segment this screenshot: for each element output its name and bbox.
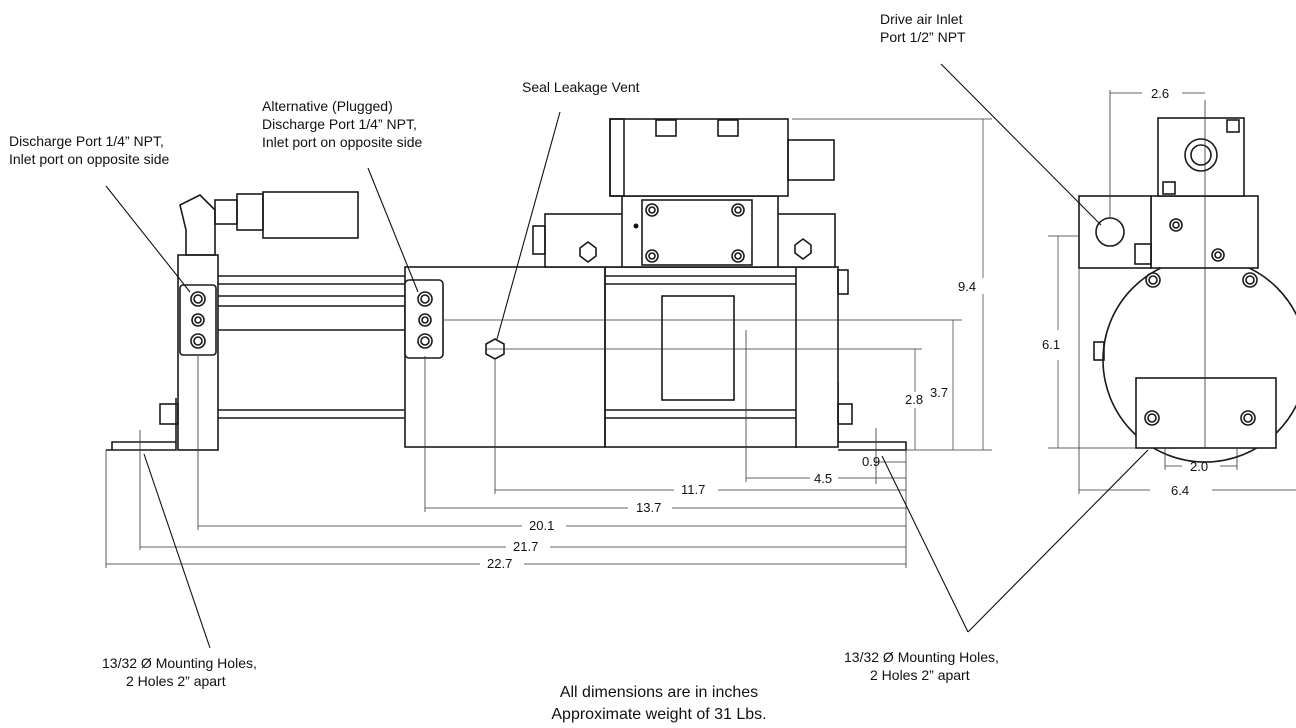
callout-labels: Discharge Port 1/4” NPT, Inlet port on o… <box>9 11 999 689</box>
front-view <box>105 118 907 568</box>
discharge-port-label-line2: Inlet port on opposite side <box>9 151 170 167</box>
mounting-holes-right-line2: 2 Holes 2” apart <box>870 667 970 683</box>
dim-4-5: 4.5 <box>814 471 832 486</box>
dim-21-7: 21.7 <box>513 539 538 554</box>
dim-foot-offset: 0.9 <box>862 454 880 469</box>
dim-11-7: 11.7 <box>681 482 705 497</box>
dim-13-7: 13.7 <box>636 500 661 515</box>
dim-height-total: 9.4 <box>958 279 976 294</box>
dim-20-1: 20.1 <box>529 518 554 533</box>
seal-vent-label: Seal Leakage Vent <box>522 79 640 95</box>
mounting-holes-right-line1: 13/32 Ø Mounting Holes, <box>844 649 999 665</box>
side-dim-2-6: 2.6 <box>1151 86 1169 101</box>
side-dim-6-1: 6.1 <box>1042 337 1060 352</box>
side-dimensions <box>1048 92 1296 491</box>
leaders <box>105 63 1149 649</box>
alternative-port-label-line3: Inlet port on opposite side <box>262 134 423 150</box>
side-dim-6-4: 6.4 <box>1171 483 1189 498</box>
alternative-port-label-line1: Alternative (Plugged) <box>262 98 393 114</box>
side-dim-2-0: 2.0 <box>1190 459 1208 474</box>
mounting-holes-left-line1: 13/32 Ø Mounting Holes, <box>102 655 257 671</box>
dim-height-vent: 2.8 <box>905 392 923 407</box>
dimension-values: 9.4 3.7 2.8 0.9 4.5 11.7 13.7 20.1 21.7 … <box>480 86 1208 572</box>
note-weight: Approximate weight of 31 Lbs. <box>551 706 766 723</box>
drive-air-label-line2: Port 1/2” NPT <box>880 29 966 45</box>
mounting-holes-left-line2: 2 Holes 2” apart <box>126 673 226 689</box>
side-view <box>1078 90 1296 494</box>
dim-height-port: 3.7 <box>930 385 948 400</box>
drive-air-label-line1: Drive air Inlet <box>880 11 963 27</box>
note-units: All dimensions are in inches <box>560 684 758 701</box>
general-notes: All dimensions are in inches Approximate… <box>551 684 766 723</box>
dim-22-7: 22.7 <box>487 556 512 571</box>
discharge-port-label-line1: Discharge Port 1/4” NPT, <box>9 133 164 149</box>
alternative-port-label-line2: Discharge Port 1/4” NPT, <box>262 116 417 132</box>
